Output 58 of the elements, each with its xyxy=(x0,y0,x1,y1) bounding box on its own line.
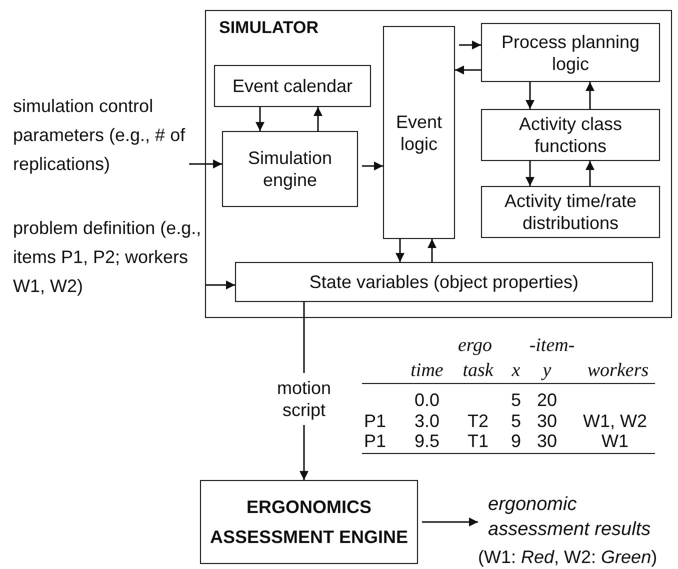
frame-title: SIMULATOR xyxy=(219,17,318,39)
process-box xyxy=(481,186,660,238)
table-cell: 0.0 xyxy=(414,390,440,410)
box-label: Event calendar xyxy=(231,75,354,97)
arrow xyxy=(455,66,481,74)
table-cell: 5 xyxy=(511,390,521,410)
table-cell: 30 xyxy=(536,431,558,451)
table-cell: T1 xyxy=(468,431,488,451)
table-cell: 9 xyxy=(511,431,521,451)
box-label: Process planning logic xyxy=(500,30,641,74)
table-cell: 5 xyxy=(511,411,521,431)
arrow xyxy=(586,161,594,186)
table-cell: T2 xyxy=(468,411,488,431)
table-header: ergo xyxy=(458,336,492,356)
output-text: ergonomic assessment results xyxy=(487,493,652,542)
process-box xyxy=(235,262,653,302)
table-cell: 9.5 xyxy=(414,431,440,451)
table-cell: P1 xyxy=(364,431,386,451)
process-box xyxy=(383,26,455,239)
process-box xyxy=(214,65,371,107)
arrow xyxy=(422,518,478,526)
arrow xyxy=(459,40,481,50)
box-label: ERGONOMICS ASSESSMENT ENGINE xyxy=(208,496,410,549)
arrow xyxy=(314,107,322,131)
table-cell: 30 xyxy=(536,411,558,431)
box-label: State variables (object properties) xyxy=(308,271,580,293)
box-label: Activity class functions xyxy=(518,113,624,157)
box-label: Simulation engine xyxy=(246,147,334,191)
arrow xyxy=(205,280,235,290)
input-text: problem definition (e.g., items P1, P2; workers W1, W2) xyxy=(13,217,202,298)
table-header: -item- xyxy=(529,336,575,356)
table-cell: P1 xyxy=(364,411,386,431)
table-header: x xyxy=(512,361,520,381)
input-text: simulation control parameters (e.g., # of replications) xyxy=(13,95,186,176)
arrow xyxy=(526,82,534,109)
box-label: Activity time/rate distributions xyxy=(503,190,638,234)
table-header: task xyxy=(462,361,494,381)
table-cell: W1 xyxy=(602,431,628,451)
arrow xyxy=(428,239,436,262)
box-label: Event logic xyxy=(394,110,444,154)
arrow xyxy=(256,107,264,131)
table-cell: W1, W2 xyxy=(583,411,647,431)
process-box xyxy=(481,109,660,161)
table-header: y xyxy=(542,361,552,381)
arrow xyxy=(362,162,383,170)
table-cell: 3.0 xyxy=(414,411,440,431)
engine-box xyxy=(200,480,418,564)
arrow xyxy=(396,239,404,262)
output-text: (W1: Red, W2: Green) xyxy=(478,546,658,569)
simulator-frame xyxy=(205,10,672,318)
arrow xyxy=(189,160,222,168)
process-box xyxy=(481,23,660,82)
arrow xyxy=(526,161,534,186)
arrow xyxy=(586,82,594,109)
process-box xyxy=(222,131,358,207)
table-header: workers xyxy=(587,361,649,381)
table-cell: 20 xyxy=(536,390,558,410)
table-header: time xyxy=(410,361,444,381)
